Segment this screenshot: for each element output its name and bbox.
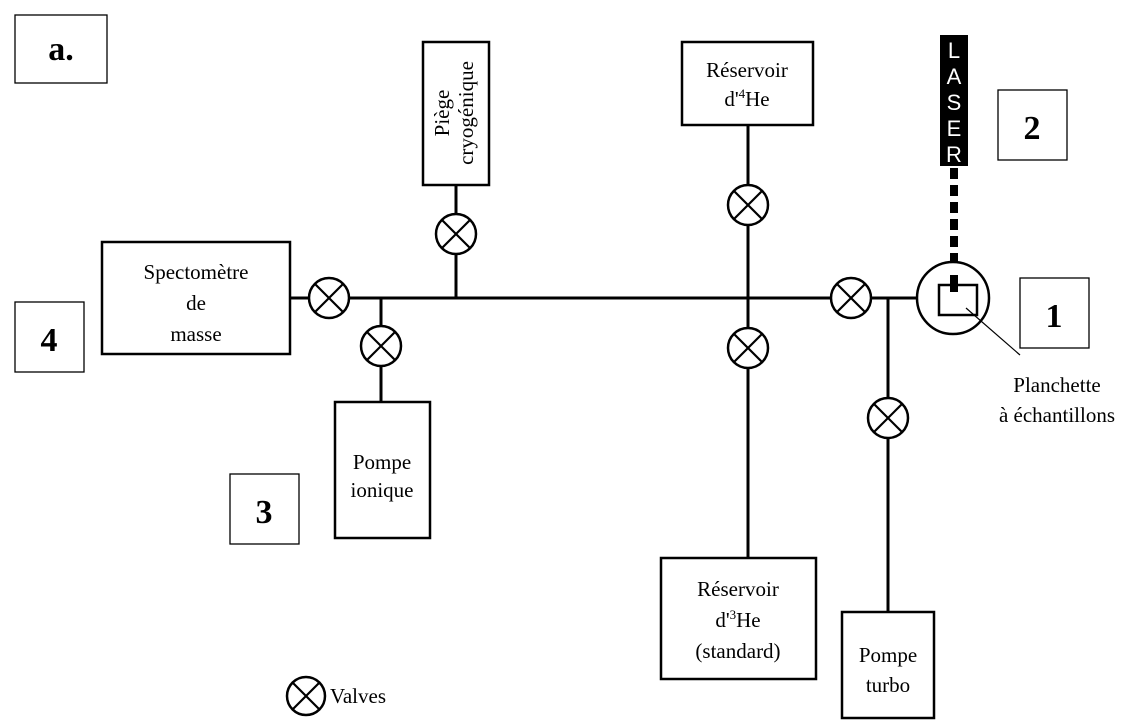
callout-2: 2 — [997, 89, 1068, 161]
valve-icon — [307, 276, 351, 320]
laser-letter: A — [947, 64, 962, 89]
valve-icon — [434, 212, 478, 256]
legend-valves-label: Valves — [330, 684, 386, 708]
reservoir-he4-sup: 4 — [739, 86, 746, 101]
piege-label-line2: cryogénique — [454, 61, 478, 165]
legend-valve-icon — [285, 675, 327, 717]
reservoir-he3-box: Réservoir d'3He (standard) — [659, 556, 818, 681]
callout-4: 4 — [14, 301, 85, 373]
valve-icon — [829, 276, 873, 320]
valve-icon — [866, 396, 910, 440]
reservoir-he4-line1: Réservoir — [706, 58, 788, 82]
valve-icon — [726, 326, 770, 370]
reservoir-he3-suffix: He — [736, 608, 761, 632]
pompe-ionique-box: Pompe ionique — [333, 400, 432, 540]
spectrometre-box: Spectomètre de masse — [100, 240, 292, 356]
callout-1-text: 1 — [1046, 298, 1063, 335]
spectrometre-line3: masse — [170, 322, 221, 346]
valve-icon — [359, 324, 403, 368]
panel-label: a. — [14, 14, 108, 84]
callout-4-text: 4 — [41, 322, 58, 359]
legend: Valves — [285, 675, 386, 717]
piege-cryogenique-box: Piège cryogénique — [421, 40, 491, 187]
spectrometre-line1: Spectomètre — [144, 260, 249, 284]
laser-letter: S — [947, 90, 962, 115]
pompe-turbo-box: Pompe turbo — [840, 610, 936, 720]
panel-label-text: a. — [48, 31, 74, 68]
valve-icon — [726, 183, 770, 227]
reservoir-he3-line1: Réservoir — [697, 577, 779, 601]
reservoir-he4-box: Réservoir d'4He — [680, 40, 815, 127]
planchette-label-line1: Planchette — [1013, 373, 1100, 397]
pompe-ionique-line1: Pompe — [353, 450, 411, 474]
reservoir-he3-sup: 3 — [730, 607, 737, 622]
planchette-leader-line — [965, 307, 1021, 356]
pompe-turbo-line1: Pompe — [859, 643, 917, 667]
callout-2-text: 2 — [1024, 110, 1041, 147]
reservoir-he3-line3: (standard) — [695, 639, 780, 663]
laser-letter: L — [948, 38, 960, 63]
reservoir-he3-prefix: d' — [715, 608, 729, 632]
pompe-turbo-line2: turbo — [866, 673, 910, 697]
spectrometre-line2: de — [186, 291, 206, 315]
planchette-label-line2: à échantillons — [999, 403, 1115, 427]
laser-letter: R — [946, 142, 962, 167]
reservoir-he4-line2: d'4He — [724, 86, 769, 111]
laser-letter: E — [947, 116, 962, 141]
callout-3-text: 3 — [256, 494, 273, 531]
reservoir-he4-suffix: He — [745, 87, 770, 111]
callout-3: 3 — [229, 473, 300, 545]
pompe-ionique-line2: ionique — [351, 478, 414, 502]
reservoir-he3-line2: d'3He — [715, 607, 760, 632]
reservoir-he4-prefix: d' — [724, 87, 738, 111]
sample-chamber — [915, 260, 1021, 356]
callout-1: 1 — [1019, 277, 1090, 349]
laser: L A S E R — [940, 35, 968, 292]
piege-label-line1: Piège — [430, 90, 454, 137]
